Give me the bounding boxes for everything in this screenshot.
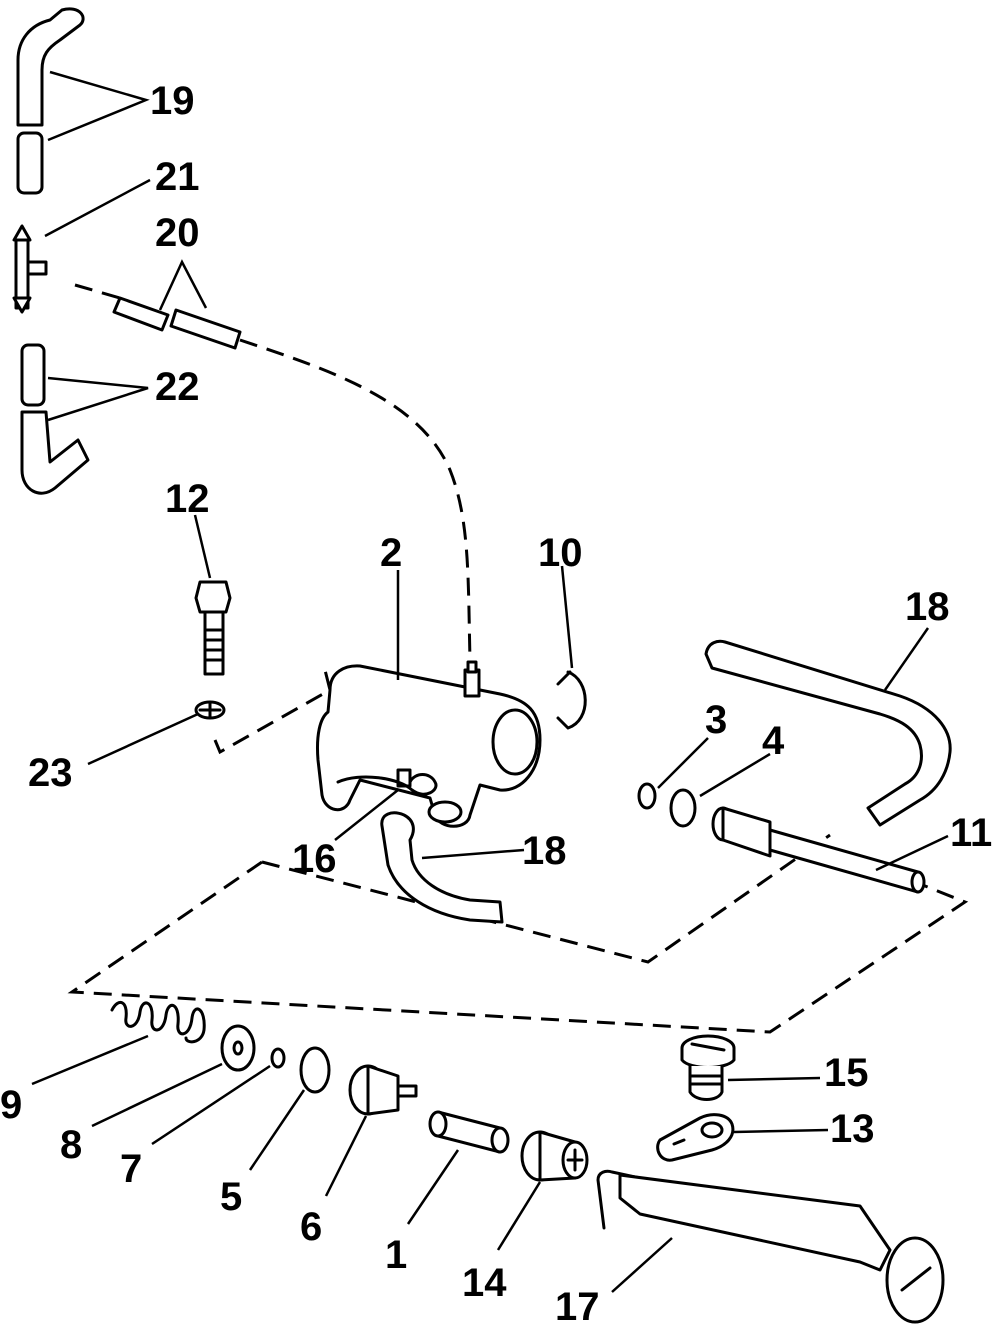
leader-10	[560, 565, 574, 669]
callout-14: 14	[462, 1261, 507, 1305]
leader-8	[91, 1062, 223, 1128]
callout-18a: 18	[905, 585, 950, 629]
callout-9: 9	[0, 1083, 22, 1127]
part-20-short-hoses	[112, 296, 242, 350]
callout-8: 8	[60, 1123, 82, 1167]
callout-5: 5	[220, 1175, 242, 1219]
leader-13	[733, 1128, 829, 1134]
part-11-shaft	[711, 806, 926, 894]
callout-15: 15	[824, 1051, 869, 1095]
part-21-tee-fitting	[12, 224, 48, 314]
part-18-upper-hose	[704, 639, 952, 827]
callout-10: 10	[538, 531, 583, 575]
part-3-o-ring	[637, 782, 657, 810]
leader-22	[47, 376, 149, 422]
part-5-o-ring	[299, 1046, 331, 1094]
part-8-washer	[220, 1024, 256, 1072]
part-10-clip	[556, 670, 587, 730]
leader-15	[727, 1076, 821, 1082]
callout-11: 11	[950, 811, 992, 855]
leader-4	[699, 752, 771, 798]
callout-12: 12	[165, 477, 210, 521]
callout-22: 22	[155, 365, 200, 409]
part-7-o-ring	[270, 1047, 286, 1069]
leader-17	[611, 1237, 673, 1293]
callout-4: 4	[762, 719, 785, 763]
dashed-hose-route	[74, 283, 472, 661]
part-17-lever	[596, 1169, 945, 1324]
part-1-plunger	[428, 1110, 510, 1154]
callout-17: 17	[555, 1285, 600, 1324]
callout-19: 19	[150, 79, 195, 123]
callout-18b: 18	[522, 829, 567, 873]
leader-3	[657, 737, 709, 789]
leader-21	[44, 178, 151, 238]
callout-3: 3	[705, 698, 727, 742]
leader-18a	[883, 627, 930, 691]
part-15-screw	[680, 1034, 736, 1101]
callout-21: 21	[155, 155, 200, 199]
part-2-housing	[316, 660, 542, 828]
part-13-plate	[656, 1113, 735, 1162]
part-4-o-ring	[669, 788, 697, 828]
callout-20: 20	[155, 211, 200, 255]
leader-5	[248, 1089, 306, 1171]
leader-12	[193, 514, 212, 579]
part-22-hose	[20, 343, 90, 495]
part-18-lower-hose	[380, 811, 504, 924]
leader-7	[151, 1064, 271, 1146]
part-9-spring	[110, 1001, 206, 1044]
callout-1: 1	[385, 1233, 407, 1277]
leader-9	[31, 1034, 149, 1086]
dashed-lower-assembly-route	[67, 833, 969, 1034]
callout-2: 2	[380, 531, 402, 575]
callout-6: 6	[300, 1205, 322, 1249]
callout-13: 13	[830, 1107, 875, 1151]
leader-6	[324, 1115, 368, 1197]
leader-1	[406, 1149, 460, 1225]
part-6-fitting	[348, 1064, 418, 1116]
leader-19	[47, 70, 150, 142]
leader-20	[158, 259, 208, 311]
callout-7: 7	[120, 1147, 142, 1191]
part-23-washer	[194, 700, 226, 720]
leader-23	[87, 712, 199, 766]
leader-11	[875, 834, 949, 872]
part-12-bolt	[194, 580, 232, 676]
leader-18b	[421, 848, 525, 860]
part-16-spring-clip	[336, 773, 438, 796]
callout-16: 16	[292, 837, 337, 881]
leader-16	[334, 789, 399, 841]
leader-14	[496, 1181, 542, 1251]
dashed-bracket-bolt-route	[213, 669, 332, 755]
part-14-cap	[520, 1130, 589, 1182]
part-19-hose	[16, 7, 85, 195]
callout-23: 23	[28, 751, 73, 795]
